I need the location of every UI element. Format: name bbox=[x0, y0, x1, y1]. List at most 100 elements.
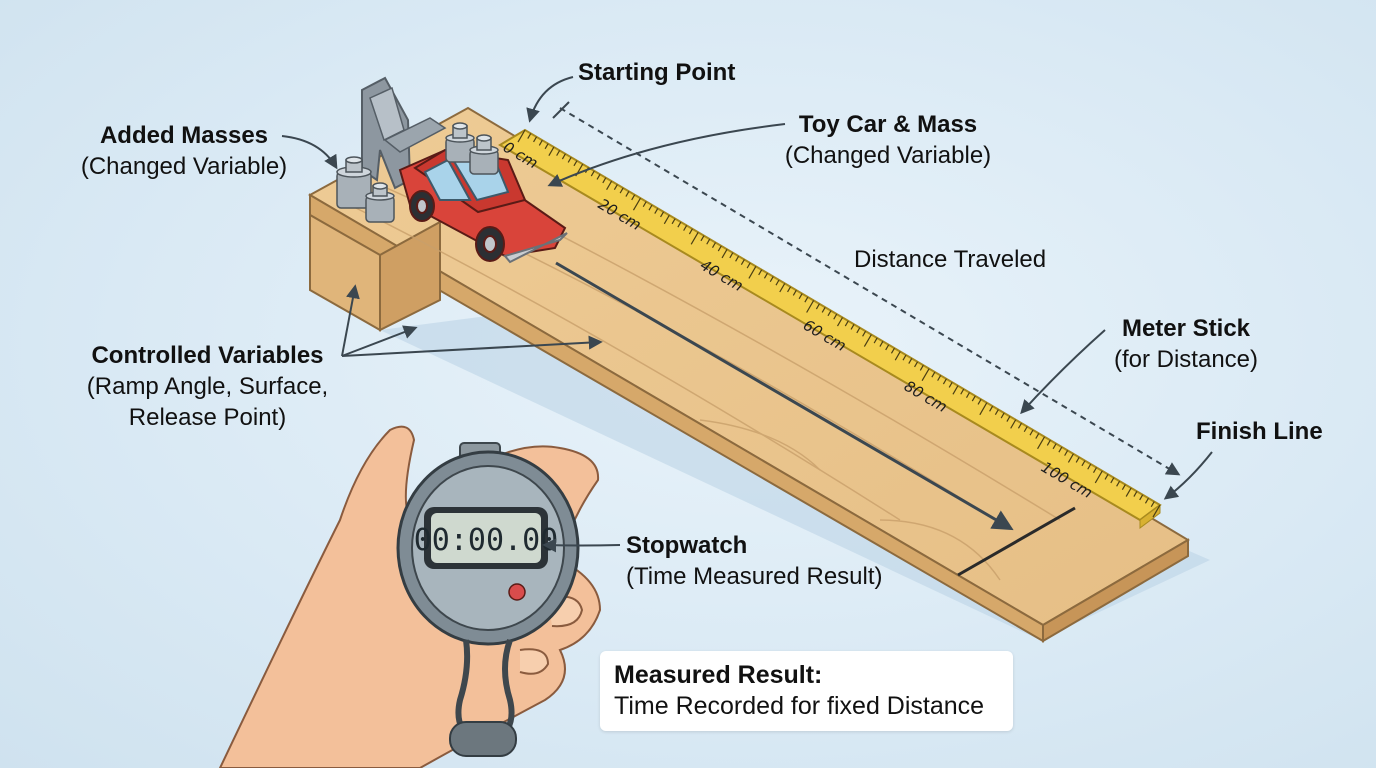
ruler-tick bbox=[1150, 501, 1155, 508]
ruler-tick bbox=[1023, 426, 1028, 433]
added-masses-label: Added Masses (Changed Variable) bbox=[64, 120, 304, 182]
ruler-tick bbox=[1046, 439, 1051, 446]
ruler-tick bbox=[989, 405, 994, 412]
ruler-tick bbox=[721, 249, 728, 259]
distance-dashed-line bbox=[559, 107, 1181, 476]
ruler-tick bbox=[758, 269, 763, 276]
ruler-tick bbox=[1037, 436, 1046, 450]
ruler-tick bbox=[632, 197, 641, 211]
ruler-tick bbox=[748, 266, 757, 279]
ruler-tick bbox=[879, 341, 884, 347]
ruler-tick bbox=[1133, 491, 1138, 497]
ruler-tick bbox=[769, 276, 774, 283]
travel-path-line bbox=[555, 261, 1014, 531]
ruler-tick bbox=[1058, 446, 1063, 453]
ruler-tick bbox=[544, 143, 549, 150]
ruler-tick bbox=[815, 303, 820, 310]
toy-car-label: Toy Car & Mass (Changed Variable) bbox=[768, 109, 1008, 171]
ruler-tick bbox=[821, 306, 826, 313]
ruler-tick bbox=[567, 156, 572, 163]
ruler-tick bbox=[1152, 504, 1161, 518]
ruler-tick bbox=[648, 204, 653, 211]
stopwatch-label: Stopwatch (Time Measured Result) bbox=[626, 530, 883, 592]
ruler-tick bbox=[561, 153, 566, 160]
ruler-tick bbox=[556, 150, 561, 156]
finish-line-label: Finish Line bbox=[1196, 418, 1323, 445]
starting-point-label: Starting Point bbox=[578, 59, 736, 86]
toy-car-heading: Toy Car & Mass bbox=[798, 111, 978, 138]
meter-stick-heading: Meter Stick bbox=[1121, 315, 1251, 342]
ruler-tick bbox=[631, 194, 636, 201]
ruler-tick bbox=[717, 245, 722, 252]
ruler-tick bbox=[1087, 463, 1092, 470]
ruler-tick bbox=[836, 317, 844, 327]
ruler-tick bbox=[787, 286, 792, 293]
ruler-tick bbox=[690, 231, 699, 245]
ruler-tick bbox=[613, 184, 618, 191]
ruler-tick bbox=[1006, 416, 1011, 422]
ruler-tick bbox=[1010, 419, 1017, 429]
ruler-tick bbox=[863, 334, 872, 347]
ruler-tick bbox=[806, 300, 815, 313]
ruler-tick bbox=[711, 242, 717, 248]
ruler-tick bbox=[979, 402, 988, 416]
ruler-tick bbox=[606, 180, 613, 191]
ruler-tick bbox=[965, 392, 971, 398]
ruler-tick bbox=[971, 395, 976, 402]
stopwatch-display: 00:00.00 bbox=[414, 523, 559, 558]
ruler-tick bbox=[914, 361, 919, 368]
ruler-tick bbox=[573, 160, 578, 167]
ruler-tick bbox=[590, 170, 595, 177]
ruler-tick bbox=[931, 371, 936, 378]
ruler-tick bbox=[1064, 450, 1069, 456]
meter-stick-sub: (for Distance) bbox=[1113, 346, 1259, 373]
ruler-tick bbox=[1000, 412, 1005, 419]
ruler-tick bbox=[948, 381, 953, 388]
ruler-tick bbox=[763, 272, 768, 279]
ruler-tick bbox=[833, 313, 838, 320]
ruler-tick bbox=[671, 218, 676, 225]
ruler-tick bbox=[548, 146, 555, 156]
stopwatch-sub: (Time Measured Result) bbox=[626, 563, 883, 590]
stopwatch: 00:00.00 bbox=[396, 442, 580, 757]
meter-stick bbox=[498, 128, 1162, 529]
ruler-tick bbox=[1067, 453, 1074, 463]
ruler-tick bbox=[683, 225, 688, 231]
finish-line-mark bbox=[957, 506, 1076, 577]
ruler-tick bbox=[654, 208, 659, 214]
ruler-tick bbox=[804, 296, 809, 303]
stopwatch-heading: Stopwatch bbox=[626, 532, 748, 559]
ruler-tick bbox=[894, 351, 901, 361]
ruler-tick bbox=[1052, 443, 1057, 450]
added-masses-sub: (Changed Variable) bbox=[80, 153, 288, 180]
ruler-tick bbox=[1081, 460, 1086, 467]
ruler-tick bbox=[663, 214, 670, 225]
ruler-tick bbox=[1075, 456, 1080, 463]
ruler-tick bbox=[885, 344, 890, 351]
start-mark bbox=[552, 101, 570, 119]
added-masses-heading: Added Masses bbox=[99, 122, 269, 149]
ruler-tick bbox=[1017, 422, 1022, 429]
ruler-tick bbox=[619, 187, 624, 194]
controlled-heading: Controlled Variables bbox=[91, 342, 324, 369]
distance-traveled-label: Distance Traveled bbox=[854, 246, 1047, 273]
ruler-tick bbox=[642, 201, 647, 208]
measured-result-text: Time Recorded for fixed Distance bbox=[614, 692, 985, 720]
toy-car-sub: (Changed Variable) bbox=[784, 142, 992, 169]
ruler-tick bbox=[844, 320, 849, 327]
ruler-tick bbox=[660, 211, 665, 218]
controlled-sub-1: (Ramp Angle, Surface, bbox=[86, 373, 329, 400]
ruler-tick bbox=[1125, 487, 1132, 497]
ruler-tick bbox=[1035, 433, 1040, 439]
ruler-tick bbox=[688, 228, 693, 235]
ruler-tick bbox=[942, 378, 947, 385]
ruler-tick bbox=[625, 191, 630, 197]
ruler-tick bbox=[952, 385, 959, 395]
ruler-tick bbox=[735, 255, 740, 262]
meter-stick-label: Meter Stick (for Distance) bbox=[1096, 313, 1276, 375]
ruler-tick bbox=[779, 283, 786, 293]
ruler-tick bbox=[977, 399, 982, 405]
ruler-tick bbox=[1144, 497, 1149, 504]
controlled-sub-2: Release Point) bbox=[128, 404, 287, 431]
